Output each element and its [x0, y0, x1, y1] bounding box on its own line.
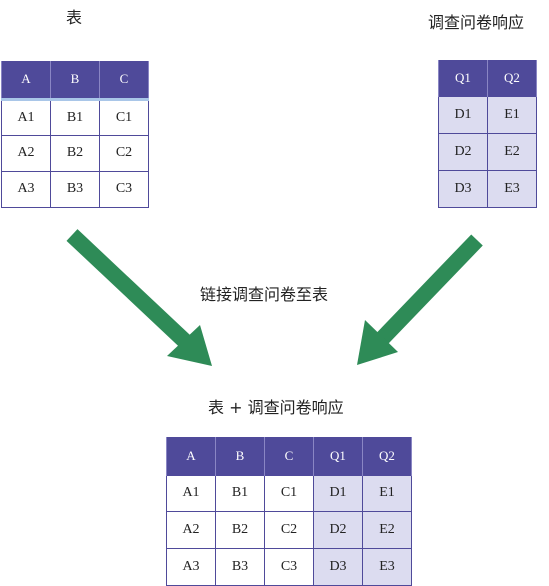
table-cell: D3: [313, 547, 363, 586]
table-cell: E2: [487, 132, 537, 171]
table-cell: C2: [99, 134, 149, 172]
table-cell: A1: [1, 98, 51, 136]
table-cell: E3: [487, 169, 537, 208]
table-cell: A2: [1, 134, 51, 172]
table-cell: B1: [50, 98, 100, 136]
result-label: 表 + 调查问卷响应: [208, 398, 344, 417]
table-cell: E1: [487, 95, 537, 134]
header-cell: B: [50, 61, 100, 101]
arrow-left-icon: [66, 229, 212, 366]
header-cell: B: [215, 437, 265, 475]
table-label: 表: [66, 8, 83, 27]
survey-table: Q1 Q2 D1 E1 D2 E2 D3 E3: [438, 60, 537, 208]
table-cell: B1: [215, 474, 265, 512]
table-row: A2 B2 C2: [1, 134, 149, 172]
table-cell: C3: [264, 547, 314, 586]
table-row: D1 E1: [438, 95, 537, 134]
table-cell: D1: [313, 474, 363, 512]
table-row: D2 E2: [438, 132, 537, 171]
header-cell: A: [166, 437, 216, 475]
header-cell: Q1: [438, 60, 488, 96]
table-cell: D2: [313, 510, 363, 549]
table-row: D3 E3: [438, 169, 537, 208]
table-cell: D1: [438, 95, 488, 134]
survey-label: 调查问卷响应: [428, 13, 525, 32]
table-cell: A3: [166, 547, 216, 586]
table-cell: E3: [362, 547, 412, 586]
header-cell: Q1: [313, 437, 363, 475]
table-cell: B2: [215, 510, 265, 549]
table-row: A1 B1 C1 D1 E1: [166, 474, 412, 512]
table-cell: A3: [1, 170, 51, 208]
source-table: A B C A1 B1 C1 A2 B2 C2 A3 B3 C3: [1, 61, 149, 208]
header-cell: Q2: [487, 60, 537, 96]
table-cell: E2: [362, 510, 412, 549]
table-cell: E1: [362, 474, 412, 512]
arrow-right-icon: [357, 234, 483, 365]
merged-table: A B C Q1 Q2 A1 B1 C1 D1 E1 A2 B2 C2 D2 E…: [166, 437, 412, 586]
table-cell: C3: [99, 170, 149, 208]
header-cell: A: [1, 61, 51, 101]
table-cell: B3: [215, 547, 265, 586]
table-cell: A1: [166, 474, 216, 512]
header-cell: C: [99, 61, 149, 101]
link-label: 链接调查问卷至表: [200, 285, 329, 304]
table-cell: C1: [264, 474, 314, 512]
table-cell: D3: [438, 169, 488, 208]
table-row: A2 B2 C2 D2 E2: [166, 510, 412, 549]
table-row: A3 B3 C3: [1, 170, 149, 208]
table-cell: C2: [264, 510, 314, 549]
header-cell: Q2: [362, 437, 412, 475]
table-row: A3 B3 C3 D3 E3: [166, 547, 412, 586]
header-cell: C: [264, 437, 314, 475]
table-cell: B3: [50, 170, 100, 208]
table-cell: A2: [166, 510, 216, 549]
